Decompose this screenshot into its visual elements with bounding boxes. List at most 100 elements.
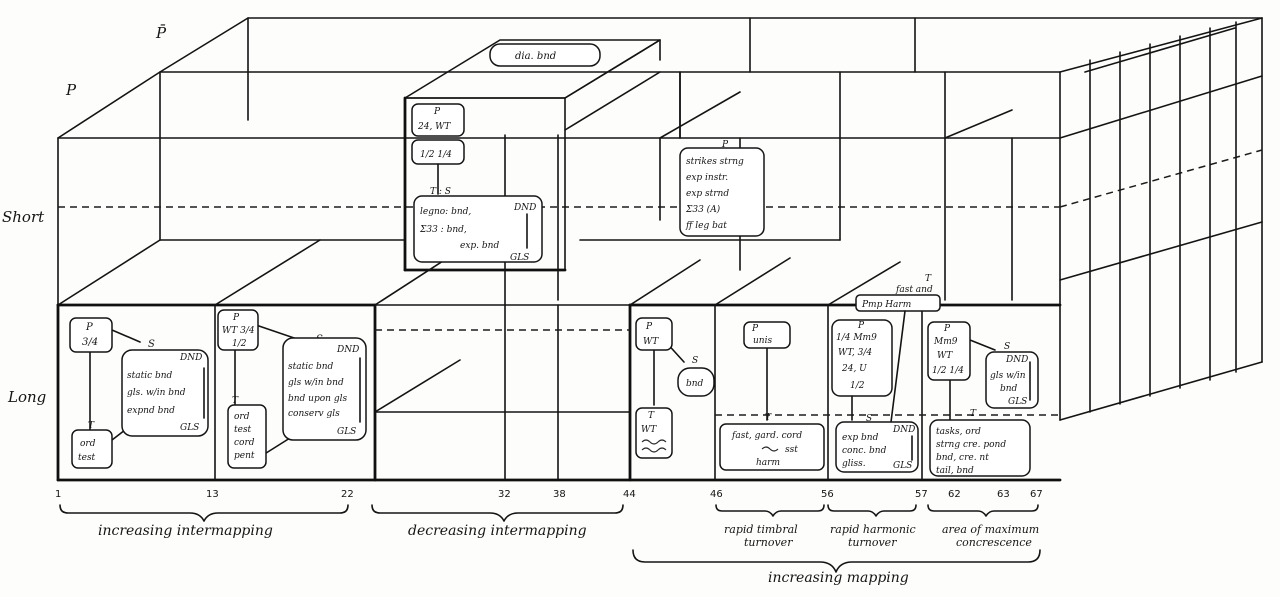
seg4c-p-box	[831, 319, 893, 397]
brace-increasing-intermapping	[59, 504, 349, 522]
seg4d-line-1: tasks, ord	[936, 427, 981, 437]
upper-gls: GLS	[510, 253, 529, 263]
seg4d-gls: GLS	[1008, 397, 1027, 407]
upper-partitions	[557, 71, 1013, 301]
seg4d-s-line-2: bnd	[1000, 384, 1018, 394]
seg1-t-box	[71, 429, 113, 469]
seg4a-t: T	[648, 411, 655, 421]
seg4a-p-box	[635, 317, 673, 351]
seg4a-s-val: bnd	[686, 379, 704, 389]
seg4d-diagram: P Mm9 WT 1/2 1/4 S DND gls w/in bnd GLS …	[927, 321, 1039, 477]
seg4a-diagram: P WT S bnd T WT	[635, 317, 715, 459]
seg2-t-line-2: test	[234, 425, 252, 435]
seg4d-p-box	[927, 321, 971, 381]
right-panels	[1059, 21, 1263, 413]
brace-rapid-timbral	[715, 504, 825, 517]
seg2-t: T	[232, 396, 239, 406]
tick-1: 1	[55, 489, 61, 500]
seg4c-gls: GLS	[893, 461, 912, 471]
tick-63: 63	[997, 489, 1010, 500]
seg4b-line-2: sst	[785, 445, 798, 455]
p-bar-label: P̄	[155, 24, 167, 42]
top-label: dia. bnd	[515, 51, 556, 62]
seg4d-line-2: strng cre. pond	[936, 440, 1006, 450]
seg4c-s-box	[835, 421, 919, 473]
seg2-p-box	[217, 309, 259, 351]
seg4c-diagram: T fast and Pmp Harm P 1/4 Mm9 WT, 3/4 24…	[831, 274, 941, 473]
caption-rapid-timbral: rapid timbral	[724, 523, 798, 536]
seg4d-p-val2: WT	[937, 351, 953, 361]
seg4b-p-val: unis	[753, 336, 772, 346]
seg2-s-line-3: bnd upon gls	[288, 394, 347, 404]
seg2-p: P	[232, 313, 240, 323]
seg4c-t-top-1: fast and	[895, 285, 933, 295]
tick-46: 46	[710, 489, 723, 500]
seg4c-p-val4: 1/2	[850, 381, 865, 391]
tick-56: 56	[821, 489, 834, 500]
tick-22: 22	[341, 489, 354, 500]
seg1-p: P	[85, 322, 93, 333]
seg4c-t-top: T	[925, 274, 932, 284]
tick-44: 44	[623, 489, 636, 500]
captions: increasing intermapping decreasing inter…	[98, 523, 1039, 586]
seg4d-line-4: tail, bnd	[936, 466, 974, 476]
seg2-s-line-4: conserv gls	[288, 409, 340, 419]
seg4d-p-val1: Mm9	[933, 337, 958, 347]
seg1-s: S	[148, 339, 155, 350]
seg1-p-box	[69, 317, 113, 353]
seg2-s-line-1: static bnd	[288, 362, 334, 372]
short-label: Short	[2, 208, 45, 226]
seg4d-line-3: bnd, cre. nt	[936, 453, 989, 463]
tick-57: 57	[915, 489, 928, 500]
seg2-t-line-1: ord	[234, 412, 250, 422]
tick-67: 67	[1030, 489, 1043, 500]
upper-ts-1: legno: bnd,	[420, 207, 471, 217]
caption-rapid-harmonic-2: turnover	[848, 536, 897, 549]
caption-area-max-2: concrescence	[956, 536, 1032, 549]
upper-ts-head: T : S	[430, 187, 451, 197]
seg4d-s-box	[985, 351, 1039, 409]
seg1-s-line-1: static bnd	[127, 371, 173, 381]
strikes-p: P	[721, 140, 729, 150]
tick-13: 13	[206, 489, 219, 500]
seg4b-diagram: P unis T fast, gard. cord sst harm	[719, 321, 825, 471]
caption-increasing-mapping: increasing mapping	[768, 570, 909, 586]
seg4c-line-3: gliss.	[842, 459, 866, 469]
seg2-diagram: P WT 3/4 1/2 S DND static bnd gls w/in b…	[217, 309, 367, 469]
seg2-t-line-3: cord	[234, 438, 255, 448]
seg4d-p: P	[943, 324, 951, 334]
seg4b-p: P	[751, 324, 759, 334]
upper-p-val2: 1/2 1/4	[420, 150, 452, 160]
seg2-s-line-2: gls w/in bnd	[288, 378, 344, 388]
seg2-t-line-4: pent	[234, 451, 255, 461]
seg1-t-line-1: ord	[80, 439, 96, 449]
seg1-s-line-3: expnd bnd	[127, 406, 175, 416]
brace-decreasing-intermapping	[371, 504, 624, 522]
seg4a-t-box	[635, 407, 673, 459]
seg4b-p-box	[743, 321, 791, 349]
seg4b-t-box	[719, 423, 825, 471]
seg4d-s: S	[1004, 342, 1010, 352]
seg1-dnd: DND	[179, 353, 202, 363]
seg2-dnd: DND	[336, 345, 359, 355]
seg2-t-box	[227, 404, 267, 469]
seg4c-line-2: conc. bnd	[842, 446, 887, 456]
seg4a-s-box	[677, 367, 715, 397]
brace-area-max	[927, 504, 1039, 517]
seg2-p-val: WT 3/4	[222, 326, 255, 336]
tick-32: 32	[498, 489, 511, 500]
strikes-line-1: strikes strng	[686, 157, 744, 167]
seg4d-dnd: DND	[1005, 355, 1028, 365]
brace-increasing-mapping	[632, 549, 1041, 573]
seg4a-p: P	[645, 322, 653, 332]
caption-decreasing-intermapping: decreasing intermapping	[408, 523, 587, 539]
upper-dnd: DND	[513, 203, 536, 213]
seg4c-p-val3: 24, U	[841, 364, 867, 374]
caption-rapid-harmonic: rapid harmonic	[830, 523, 916, 536]
seg4d-p-val3: 1/2 1/4	[932, 366, 964, 376]
upper-ts-2: Σ33 : bnd,	[419, 225, 467, 235]
strikes-line-2: exp instr.	[686, 173, 728, 183]
upper-ts-box	[413, 195, 543, 263]
seg4c-s: S	[866, 414, 872, 424]
strikes-line-5: ff leg bat	[685, 221, 727, 231]
